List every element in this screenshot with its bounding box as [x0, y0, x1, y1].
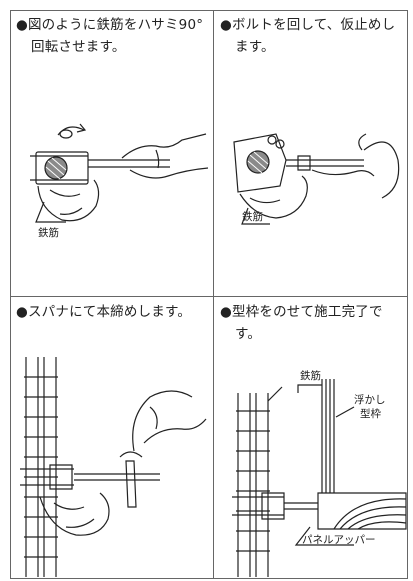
panel-2-caption-line1: ●ボルトを回して、仮止めし [220, 17, 396, 33]
panel-1-illustration: 鉄筋 [10, 10, 213, 239]
panel-tighten-bolt: ●ボルトを回して、仮止めし ます。 [214, 10, 408, 296]
panel-4-caption: ●型枠をのせて施工完了で す。 [220, 301, 404, 345]
panel-3-caption: ●スパナにて本締めします。 [16, 301, 209, 323]
panel-4-float-label-1: 浮かし [354, 394, 386, 406]
panel-2-illustration: 鉄筋 [214, 10, 408, 296]
panel-4-panel-upper-label: パネルアッパー [302, 534, 376, 546]
panel-4-caption-line1: ●型枠をのせて施工完了で [220, 304, 383, 320]
panel-2-caption: ●ボルトを回して、仮止めし ます。 [220, 14, 404, 58]
panel-3-caption-line1: ●スパナにて本締めします。 [16, 304, 192, 320]
panel-place-formwork: ●型枠をのせて施工完了で す。 [214, 297, 408, 579]
panel-4-float-label-2: 型枠 [360, 407, 381, 420]
panel-rotate-rebar: ●図のように鉄筋をハサミ90° 回転させます。 [10, 10, 213, 296]
panel-1-caption-line2: 回転させます。 [31, 39, 126, 55]
panel-1-caption: ●図のように鉄筋をハサミ90° 回転させます。 [16, 14, 209, 58]
panel-final-tighten: ●スパナにて本締めします。 [10, 297, 213, 579]
panel-1-caption-line1: ●図のように鉄筋をハサミ90° [16, 17, 204, 33]
column-divider [213, 10, 214, 579]
panel-4-illustration: 鉄筋 浮かし 型枠 パネルアッパー [214, 369, 408, 579]
panel-4-rebar-label: 鉄筋 [300, 369, 321, 382]
panel-3-illustration [10, 297, 213, 579]
panel-1-rebar-label: 鉄筋 [38, 226, 59, 239]
panel-2-rebar-label: 鉄筋 [242, 210, 263, 223]
panel-4-caption-line2: す。 [235, 326, 262, 342]
panel-2-caption-line2: ます。 [235, 39, 275, 55]
row-divider [10, 296, 408, 297]
instruction-sheet: ●図のように鉄筋をハサミ90° 回転させます。 [10, 10, 408, 579]
table-border [10, 10, 408, 579]
